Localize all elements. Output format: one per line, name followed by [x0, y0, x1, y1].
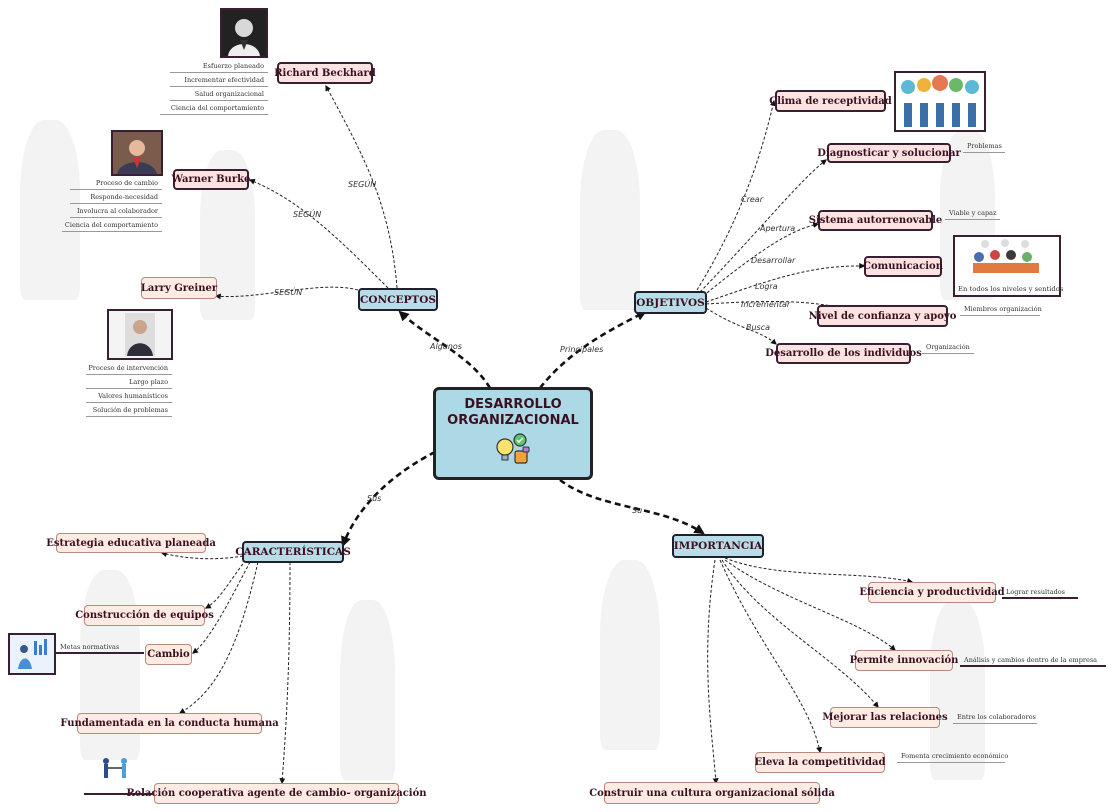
central-title-line1: DESARROLLO	[464, 396, 562, 412]
edge-cultura	[707, 559, 719, 785]
branch-caracteristicas[interactable]: CARACTERÍSTICAS	[235, 541, 351, 563]
burke-item-3: Involucra al colaborador	[70, 205, 162, 218]
burke-photo	[111, 130, 163, 176]
edge-desarrollo	[705, 307, 777, 345]
burke-item-1: Proceso de cambio	[70, 177, 162, 190]
note-miembros: Miembros organización	[960, 303, 1042, 316]
edge-label-principales: Principales	[560, 345, 604, 354]
node-sistema-autorrenovable[interactable]: Sistema autorrenovable	[809, 210, 942, 231]
central-topic[interactable]: DESARROLLO ORGANIZACIONAL	[433, 387, 593, 480]
edge-center-caracteristicas	[341, 450, 436, 547]
idea-puzzle-icon	[496, 432, 530, 464]
greiner-photo	[107, 309, 173, 360]
node-confianza-apoyo[interactable]: Nivel de confianza y apoyo	[809, 305, 956, 327]
edge-label-segun-burke: SEGÚN	[293, 210, 322, 219]
branch-objetivos[interactable]: OBJETIVOS	[634, 291, 707, 314]
edge-beckhard	[325, 84, 398, 289]
node-estrategia-educativa[interactable]: Estrategia educativa planeada	[46, 533, 216, 553]
edge-label-desarrollar: Desarrollar	[751, 256, 796, 265]
node-cultura-organizacional[interactable]: Construir una cultura organizacional sól…	[589, 782, 835, 804]
edge-clima	[696, 99, 776, 291]
background-figure	[600, 560, 660, 750]
edge-eficiencia	[724, 557, 914, 584]
note-metas-normativas: Metas normativas	[56, 641, 144, 654]
note-crecimiento-economico: Fomenta crecimiento económico	[897, 750, 1008, 763]
background-figure	[580, 130, 640, 310]
branch-conceptos[interactable]: CONCEPTOS	[358, 288, 438, 311]
edge-label-algunos: Algunos	[430, 342, 462, 351]
note-problemas: Problemas	[963, 140, 1005, 153]
burke-item-4: Ciencia del comportamiento	[62, 219, 162, 232]
edge-equipos	[204, 559, 247, 609]
edge-label-apertura: Apertura	[760, 224, 796, 233]
note-lograr-resultados: Lograr resultados	[1002, 586, 1078, 599]
edge-cambio	[192, 561, 251, 654]
central-title-line2: ORGANIZACIONAL	[447, 412, 579, 428]
branch-importancia[interactable]: IMPORTANCIA	[672, 534, 764, 558]
edge-label-crear: Crear	[741, 195, 763, 204]
node-cambio[interactable]: Cambio	[145, 644, 192, 665]
beckhard-photo	[220, 8, 268, 58]
node-eficiencia[interactable]: Eficiencia y productividad	[859, 582, 1005, 603]
node-diagnosticar[interactable]: Diagnosticar y solucionar	[817, 143, 961, 163]
node-relacion-cooperativa[interactable]: Relación cooperativa agente de cambio- o…	[126, 783, 427, 804]
edge-center-conceptos	[398, 310, 492, 389]
greiner-item-1: Proceso de intervención	[86, 362, 172, 375]
node-warner-burke[interactable]: Warner Burke	[172, 169, 250, 190]
burke-item-2: Responde-necesidad	[70, 191, 162, 204]
edge-conducta	[178, 561, 259, 714]
beckhard-item-4: Ciencia del comportamiento	[160, 102, 268, 115]
beckhard-item-2: Incrementar efectividad	[170, 74, 268, 87]
relacion-underline	[84, 793, 154, 795]
edge-center-importancia	[559, 478, 705, 535]
note-entre-colaboradores: Entre los colaboradores	[953, 711, 1037, 724]
edge-innovacion	[724, 559, 896, 651]
edge-sistema	[702, 222, 820, 297]
node-larry-greiner[interactable]: Larry Greiner	[141, 277, 217, 299]
node-mejorar-relaciones[interactable]: Mejorar las relaciones	[822, 707, 948, 728]
edge-comunicacion	[705, 262, 866, 303]
edge-center-objetivos	[538, 310, 647, 389]
node-comunicacion[interactable]: Comunicacion	[863, 256, 943, 277]
edge-diagnosticar	[699, 159, 827, 293]
edge-label-sus: Sus	[367, 494, 382, 503]
node-elevar-competitividad[interactable]: Eleva la competitividad	[755, 752, 885, 773]
background-figure	[20, 120, 80, 300]
edge-label-logra: Logra	[755, 282, 778, 291]
greiner-item-4: Solución de problemas	[86, 404, 172, 417]
edge-estrategia	[160, 551, 244, 560]
edge-label-incrementar: Incrementar	[741, 300, 791, 309]
background-figure	[340, 600, 395, 780]
chart-person-image	[8, 633, 56, 675]
edge-burke	[248, 178, 389, 289]
edge-relaciones	[721, 559, 879, 708]
edge-greiner	[214, 286, 359, 300]
node-desarrollo-individuos[interactable]: Desarrollo de los individuos	[765, 343, 922, 364]
edge-label-su: Su	[632, 506, 643, 515]
gears-team-image	[894, 71, 986, 132]
edge-label-segun-greiner: SEGÚN	[274, 288, 303, 297]
node-construccion-equipos[interactable]: Construcción de equipos	[75, 605, 214, 626]
node-conducta-humana[interactable]: Fundamentada en la conducta humana	[60, 713, 279, 734]
node-clima-receptividad[interactable]: Clima de receptividad	[769, 90, 892, 112]
background-figure	[930, 600, 985, 780]
node-innovacion[interactable]: Permite innovación	[850, 650, 958, 671]
note-organizacion: Organización	[922, 341, 974, 354]
greiner-item-2: Largo plazo	[86, 376, 172, 389]
edge-competitividad	[719, 559, 823, 754]
beckhard-item-3: Salud organizacional	[170, 88, 268, 101]
edge-label-segun-beckhard: SEGÚN	[348, 180, 377, 189]
meeting-image	[953, 235, 1061, 297]
note-viable-capaz: Viable y capaz	[945, 207, 1000, 220]
greiner-item-3: Valores humanísticos	[86, 390, 172, 403]
node-richard-beckhard[interactable]: Richard Beckhard	[274, 62, 376, 84]
edge-relacion	[279, 561, 291, 785]
beckhard-item-1: Esfuerzo planeado	[170, 60, 268, 73]
edge-label-busca: Busca	[746, 323, 771, 332]
note-analisis-cambios: Análisis y cambios dentro de la empresa	[960, 654, 1106, 667]
handshake-image	[98, 755, 132, 785]
note-todos-niveles: En todos los niveles y sentidos	[958, 285, 1064, 293]
